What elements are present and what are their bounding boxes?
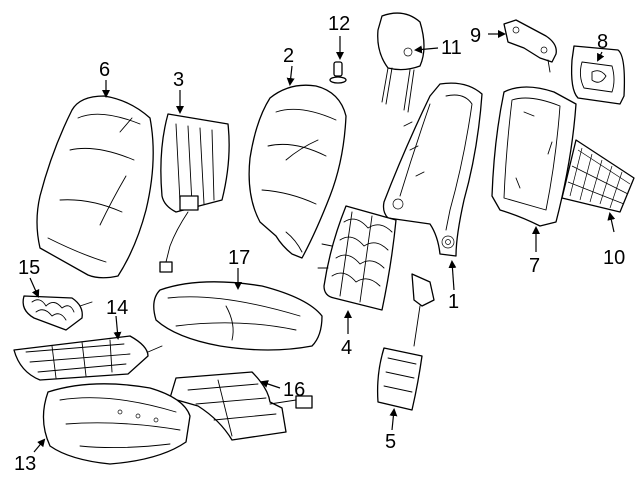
part-2-seatback-foam (248, 84, 347, 259)
part-16-cushion-heater (169, 371, 313, 441)
part-3-heater-pad (159, 113, 230, 273)
part-7-back-panel (491, 86, 577, 227)
part-4-spring-mat (317, 205, 397, 311)
callout-1: 1 (448, 291, 459, 313)
callout-9: 9 (470, 25, 481, 47)
part-9-bracket (503, 19, 557, 73)
callout-5: 5 (385, 431, 396, 453)
callout-14: 14 (106, 297, 128, 319)
part-5-airbag-module (376, 273, 435, 411)
part-17-cushion-foam (153, 281, 323, 351)
callout-4: 4 (341, 337, 352, 359)
part-11-headrest (377, 12, 425, 113)
callout-10: 10 (603, 247, 625, 269)
callout-16: 16 (283, 379, 305, 401)
callout-15: 15 (18, 257, 40, 279)
callout-6: 6 (99, 59, 110, 81)
part-14-seat-heater (13, 335, 163, 381)
part-8-panel (570, 45, 626, 105)
leader-lines (29, 30, 616, 453)
part-13-cushion-cover (42, 383, 191, 465)
part-15-heater-pad (22, 295, 93, 331)
part-10-net (561, 139, 635, 213)
part-12-clip (329, 61, 347, 84)
part-6-seatback-cover (36, 95, 154, 279)
callout-11: 11 (441, 37, 462, 59)
part-1-seatback-frame (382, 82, 483, 257)
callout-2: 2 (283, 45, 294, 67)
callout-7: 7 (529, 255, 540, 277)
callout-12: 12 (328, 13, 350, 35)
callout-17: 17 (228, 247, 250, 269)
callout-8: 8 (597, 31, 608, 53)
callout-3: 3 (173, 69, 184, 91)
callout-13: 13 (14, 453, 36, 475)
